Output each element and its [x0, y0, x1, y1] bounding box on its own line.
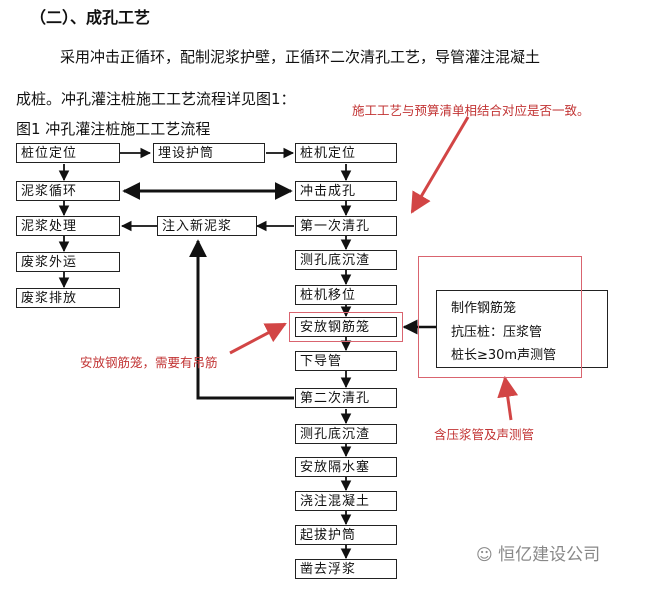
flow-box-percussion-drilling: 冲击成孔	[295, 181, 397, 201]
flow-box-remove-laitance: 凿去浮浆	[295, 559, 397, 579]
section-heading: （二）、成孔工艺	[30, 8, 151, 27]
flow-box-first-cleaning: 第一次清孔	[295, 216, 397, 236]
annotation-frame-side-box	[418, 256, 582, 378]
side-box-line-1: 制作钢筋笼	[451, 301, 517, 316]
flow-box-mud-circulation: 泥浆循环	[16, 181, 120, 201]
flow-box-mud-treatment: 泥浆处理	[16, 216, 120, 236]
flow-box-pile-positioning: 桩位定位	[16, 143, 120, 163]
flow-box-waste-transport: 废浆外运	[16, 252, 120, 272]
paragraph-line-2: 成桩。冲孔灌注桩施工工艺流程详见图1：	[16, 90, 296, 108]
flow-box-lower-tremie: 下导管	[295, 351, 397, 371]
side-box-rebar-cage: 制作钢筋笼 抗压桩：压浆管 桩长≥30m声测管	[436, 290, 608, 368]
side-box-line-2: 抗压桩：压浆管	[451, 325, 543, 340]
flow-box-place-plug: 安放隔水塞	[295, 457, 397, 477]
flow-box-pour-concrete: 浇注混凝土	[295, 491, 397, 511]
annotation-top: 施工工艺与预算清单相结合对应是否一致。	[352, 103, 590, 118]
annotation-bottom: 含压浆管及声测管	[434, 427, 535, 442]
flow-box-install-casing: 埋设护筒	[153, 143, 265, 163]
flow-box-inject-new-mud: 注入新泥浆	[157, 216, 257, 236]
annotation-frame-rebar-cage	[289, 312, 403, 342]
watermark: ☺ 恒亿建设公司	[476, 540, 600, 565]
watermark-text: 恒亿建设公司	[498, 545, 601, 565]
wechat-icon: ☺	[476, 545, 493, 564]
annotation-left: 安放钢筋笼，需要有吊筋	[80, 355, 218, 370]
flow-box-place-rebar-cage: 安放钢筋笼	[295, 317, 397, 337]
flow-box-rig-positioning: 桩机定位	[295, 143, 397, 163]
paragraph-line-1: 采用冲击正循环，配制泥浆护壁，正循环二次清孔工艺，导管灌注混凝土	[60, 48, 541, 66]
flow-box-measure-sediment-2: 测孔底沉渣	[295, 424, 397, 444]
flow-box-waste-discharge: 废浆排放	[16, 288, 120, 308]
flow-box-second-cleaning: 第二次清孔	[295, 388, 397, 408]
flow-box-pull-casing: 起拔护筒	[295, 525, 397, 545]
flow-box-rig-relocation: 桩机移位	[295, 285, 397, 305]
flow-box-measure-sediment-1: 测孔底沉渣	[295, 250, 397, 270]
figure-title: 图1 冲孔灌注桩施工工艺流程	[16, 120, 211, 138]
side-box-line-3: 桩长≥30m声测管	[451, 348, 557, 363]
